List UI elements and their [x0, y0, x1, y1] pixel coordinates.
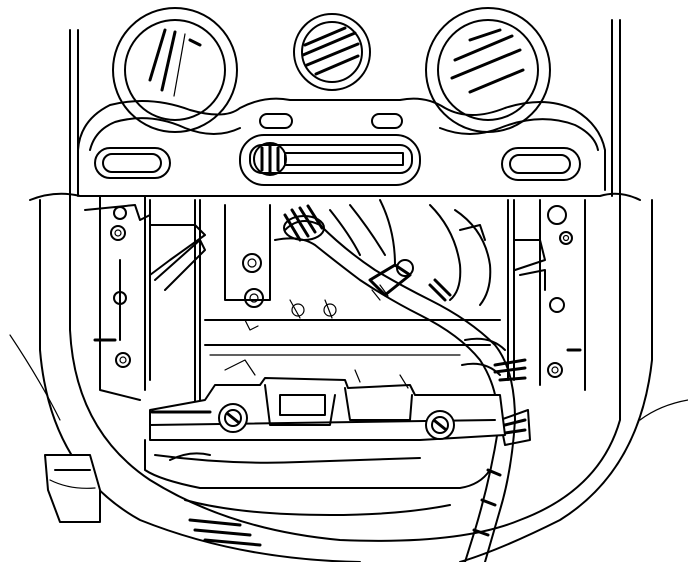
- radio-cavity: [84, 195, 586, 421]
- indicator-right: [371, 113, 403, 129]
- air-distribution-knob[interactable]: [293, 13, 371, 91]
- retaining-screw-right: [425, 410, 455, 440]
- right-side-bracket: [514, 205, 582, 378]
- mounting-bracket: [149, 359, 506, 441]
- center-console-bezel: [9, 19, 688, 562]
- lower-storage-tray: [144, 439, 491, 547]
- retaining-screw-left: [218, 403, 248, 433]
- cavity-screw-lower: [244, 288, 264, 308]
- wire-clip: [368, 259, 414, 301]
- right-vent-slot: [501, 147, 581, 181]
- left-side-bracket: [84, 204, 206, 368]
- cavity-screw-upper: [242, 253, 262, 273]
- climate-control-panel: [77, 7, 606, 191]
- left-trim-piece: [44, 454, 101, 523]
- left-vent-slot: [94, 147, 171, 179]
- harness-connector: [283, 204, 325, 242]
- wiring-harness: [274, 199, 531, 562]
- temperature-knob[interactable]: [425, 7, 551, 133]
- hvac-slide-lever[interactable]: [239, 134, 421, 186]
- indicator-left: [259, 113, 293, 129]
- fan-speed-knob[interactable]: [112, 7, 238, 133]
